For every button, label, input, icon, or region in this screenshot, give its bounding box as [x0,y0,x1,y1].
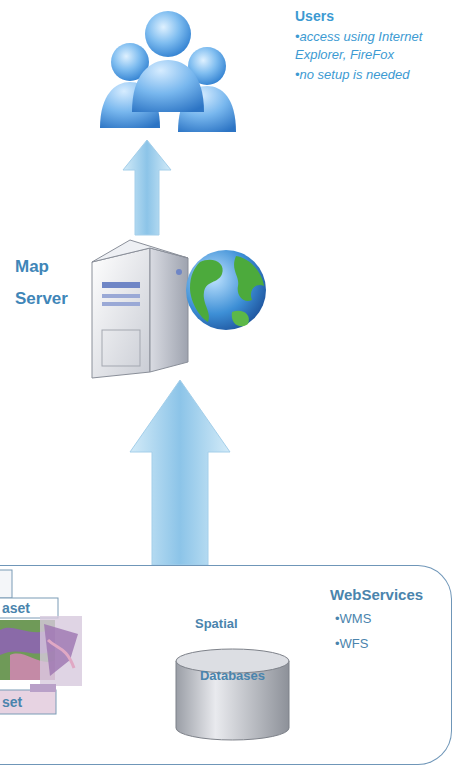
server-icon [92,240,188,378]
users-icon [100,11,236,132]
database-cylinder: SpatialDatabases [175,616,290,742]
note: •access using Internet Explorer, FireFox [295,28,445,64]
db-heading: Spatial [195,616,285,631]
cylinder-body [176,661,289,740]
data-panel: WebServices •WMS •WFS SpatialDatabases [0,565,452,765]
server-label: Map Server [15,251,83,315]
flow-arrow [130,380,230,565]
note: •no setup is needed [295,66,445,84]
service-item: •WFS [335,636,435,651]
dataset-label: aset [2,600,30,616]
panel-heading: WebServices [330,586,445,603]
globe-icon [186,250,266,330]
flow-arrow [123,140,171,235]
dataset-label: set [2,694,22,710]
map-server: Map Server [10,235,270,380]
db-label: Databases [175,668,290,683]
heading: Users [295,8,445,24]
dataset-images [0,570,82,714]
users-group: Users •access using Internet Explorer, Fi… [90,0,445,140]
service-item: •WMS [335,611,435,626]
